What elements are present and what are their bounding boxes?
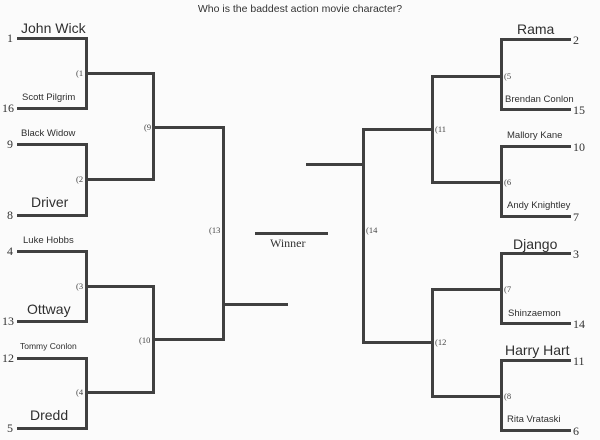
slot-line[interactable] bbox=[85, 178, 155, 181]
seed-number: 12 bbox=[2, 351, 14, 365]
match-number: (9 bbox=[144, 122, 152, 132]
bracket-title: Who is the baddest action movie characte… bbox=[197, 3, 403, 15]
seed-number: 1 bbox=[7, 31, 13, 45]
match-number: (12 bbox=[435, 337, 447, 347]
match-number: (8 bbox=[504, 391, 512, 401]
slot-line[interactable] bbox=[85, 391, 155, 394]
slot-line[interactable] bbox=[431, 288, 503, 291]
slot-line[interactable] bbox=[362, 128, 434, 131]
slot-line[interactable] bbox=[431, 181, 503, 184]
slot-line[interactable] bbox=[17, 214, 88, 217]
entrant-name: Mallory Kane bbox=[507, 130, 563, 141]
match-number: (6 bbox=[504, 177, 512, 187]
seed-number: 13 bbox=[2, 314, 14, 328]
seed-number: 6 bbox=[573, 424, 579, 438]
slot-line[interactable] bbox=[500, 429, 571, 432]
semifinal-slot-line[interactable] bbox=[222, 303, 288, 306]
semifinal-slot-line[interactable] bbox=[306, 163, 365, 166]
match-number: (7 bbox=[504, 284, 512, 294]
entrant-name: Rita Vrataski bbox=[507, 414, 561, 425]
slot-line[interactable] bbox=[500, 108, 571, 111]
slot-line[interactable] bbox=[362, 341, 434, 344]
entrant-name: Brendan Conlon bbox=[505, 94, 574, 105]
match-number: (2 bbox=[76, 174, 84, 184]
slot-line[interactable] bbox=[17, 37, 88, 40]
slot-line[interactable] bbox=[17, 107, 88, 110]
match-number: (13 bbox=[209, 225, 221, 235]
entrant-name: Tommy Conlon bbox=[20, 341, 77, 351]
slot-line[interactable] bbox=[500, 252, 571, 255]
slot-line[interactable] bbox=[500, 322, 571, 325]
slot-line[interactable] bbox=[431, 395, 503, 398]
seed-number: 14 bbox=[573, 317, 585, 331]
slot-line[interactable] bbox=[17, 427, 88, 430]
entrant-name: Ottway bbox=[27, 301, 71, 317]
slot-line[interactable] bbox=[17, 143, 88, 146]
winner-label: Winner bbox=[270, 236, 306, 250]
seed-number: 2 bbox=[573, 33, 579, 47]
entrant-name: Scott Pilgrim bbox=[22, 92, 76, 103]
match-number: (14 bbox=[366, 225, 378, 235]
connector-line bbox=[362, 128, 365, 344]
connector-line bbox=[222, 126, 225, 341]
connector-line bbox=[500, 38, 503, 111]
winner-slot-line[interactable] bbox=[255, 232, 328, 235]
slot-line[interactable] bbox=[17, 357, 88, 360]
entrant-name: Black Widow bbox=[21, 128, 76, 139]
seed-number: 9 bbox=[7, 137, 13, 151]
seed-number: 11 bbox=[573, 354, 585, 368]
entrant-name: Luke Hobbs bbox=[23, 235, 74, 246]
entrant-name: Andy Knightley bbox=[507, 200, 571, 211]
slot-line[interactable] bbox=[17, 250, 88, 253]
match-number: (3 bbox=[76, 281, 84, 291]
entrant-name: Driver bbox=[31, 194, 69, 210]
entrant-name: Dredd bbox=[30, 407, 69, 423]
entrant-name: Shinzaemon bbox=[508, 308, 561, 319]
entrant-name: Rama bbox=[517, 21, 555, 37]
match-number: (10 bbox=[139, 335, 151, 345]
slot-line[interactable] bbox=[17, 320, 88, 323]
seed-number: 7 bbox=[573, 210, 579, 224]
slot-line[interactable] bbox=[500, 359, 571, 362]
slot-line[interactable] bbox=[500, 215, 571, 218]
slot-line[interactable] bbox=[85, 72, 155, 75]
match-number: (5 bbox=[504, 71, 512, 81]
seed-number: 3 bbox=[573, 247, 579, 261]
entrant-name: Harry Hart bbox=[505, 342, 570, 358]
slot-line[interactable] bbox=[85, 285, 155, 288]
match-number: (1 bbox=[76, 68, 84, 78]
entrant-name: Django bbox=[513, 236, 558, 252]
seed-number: 8 bbox=[7, 208, 13, 222]
seed-number: 16 bbox=[2, 101, 14, 115]
seed-number: 10 bbox=[573, 140, 585, 154]
seed-number: 15 bbox=[573, 103, 585, 117]
entrant-name: John Wick bbox=[21, 20, 86, 36]
slot-line[interactable] bbox=[500, 145, 571, 148]
seed-number: 4 bbox=[7, 244, 13, 258]
slot-line[interactable] bbox=[152, 126, 225, 129]
match-number: (4 bbox=[76, 387, 84, 397]
slot-line[interactable] bbox=[431, 75, 503, 78]
match-number: (11 bbox=[435, 124, 447, 134]
slot-line[interactable] bbox=[152, 338, 225, 341]
slot-line[interactable] bbox=[500, 38, 571, 41]
seed-number: 5 bbox=[7, 421, 13, 435]
